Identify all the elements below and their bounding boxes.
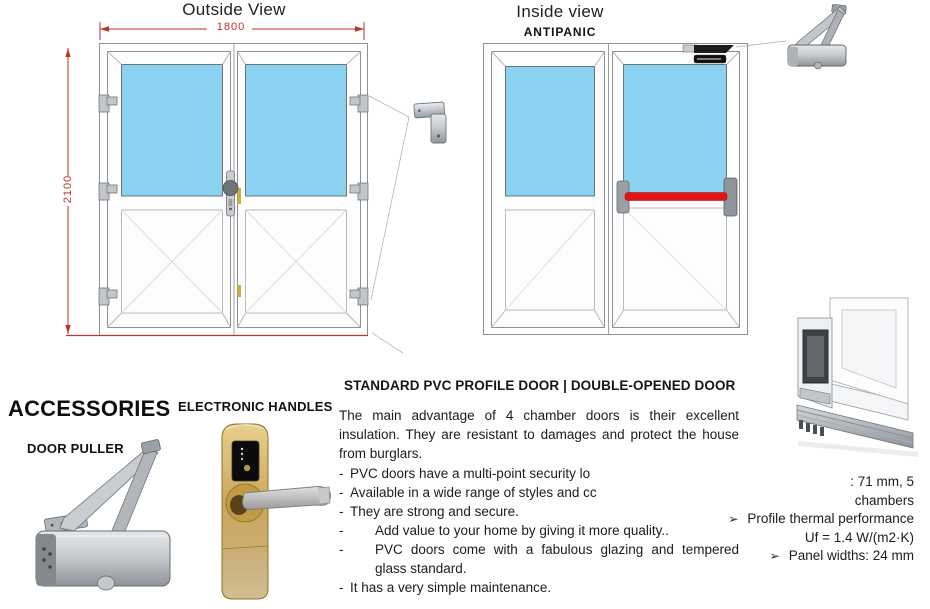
spec-thermal-value: Uf = 1.4 W/(m2·K) <box>804 529 914 545</box>
arrow-bullet-icon: ➢ <box>728 512 739 527</box>
description-bullet: - They are strong and secure. <box>339 504 519 519</box>
description-bullet: - Available in a wide range of styles an… <box>339 485 597 500</box>
inside-view-title: Inside view <box>516 2 604 21</box>
dimension-lines <box>65 22 368 337</box>
electronic-handle-icon <box>221 423 332 600</box>
description-bullet: - Add value to your home by giving it mo… <box>339 523 669 538</box>
door-handle-icon <box>222 170 239 217</box>
antipanic-label: ANTIPANIC <box>523 25 597 39</box>
door-closer-icon <box>787 4 847 70</box>
door-puller-label: DOOR PULLER <box>27 441 124 456</box>
hinge-icons <box>98 94 369 306</box>
description-body: The main advantage of 4 chamber doors is… <box>339 406 739 597</box>
handle-keypad-window <box>231 440 260 482</box>
hinge-detail-icon <box>368 95 447 354</box>
spec-chambers-value: : 71 mm, 5 <box>850 474 914 489</box>
description-intro: The main advantage of 4 chamber doors is… <box>339 408 739 461</box>
outside-right-glass-pane <box>245 64 347 197</box>
description-bullet: - It has a very simple maintenance. <box>339 580 552 595</box>
description-heading: STANDARD PVC PROFILE DOOR | DOUBLE-OPENE… <box>344 378 736 393</box>
mounted-door-closer-icon <box>682 44 734 64</box>
width-dimension-label: 1800 <box>216 21 246 33</box>
description-bullets: - PVC doors have a multi-point security … <box>339 464 739 597</box>
description-bullet: - PVC doors come with a fabulous glazing… <box>339 542 739 576</box>
door-puller-icon <box>35 439 171 591</box>
inside-left-glass-pane <box>505 66 595 197</box>
spec-item-panel-widths: ➢Panel widths: 24 mm <box>640 547 914 566</box>
outside-view-title: Outside View <box>182 0 286 19</box>
inside-right-glass-pane <box>623 64 727 195</box>
specs-block: : 71 mm, 5 chambers ➢Profile thermal per… <box>640 473 914 566</box>
inside-door-diagram <box>483 40 787 335</box>
outside-door-diagram <box>98 43 369 336</box>
height-dimension-label: 2100 <box>62 174 74 204</box>
spec-chambers-word: chambers <box>854 492 914 508</box>
accessories-title: ACCESSORIES <box>8 396 171 421</box>
panic-bar <box>616 177 738 217</box>
pvc-profile-cross-section <box>796 297 918 457</box>
outside-left-glass-pane <box>121 64 223 197</box>
electronic-handles-label: ELECTRONIC HANDLES <box>178 399 333 414</box>
description-bullet: - PVC doors have a multi-point security … <box>339 466 591 481</box>
arrow-bullet-icon: ➢ <box>769 549 780 564</box>
spec-item-thermal: ➢Profile thermal performance <box>640 510 914 529</box>
